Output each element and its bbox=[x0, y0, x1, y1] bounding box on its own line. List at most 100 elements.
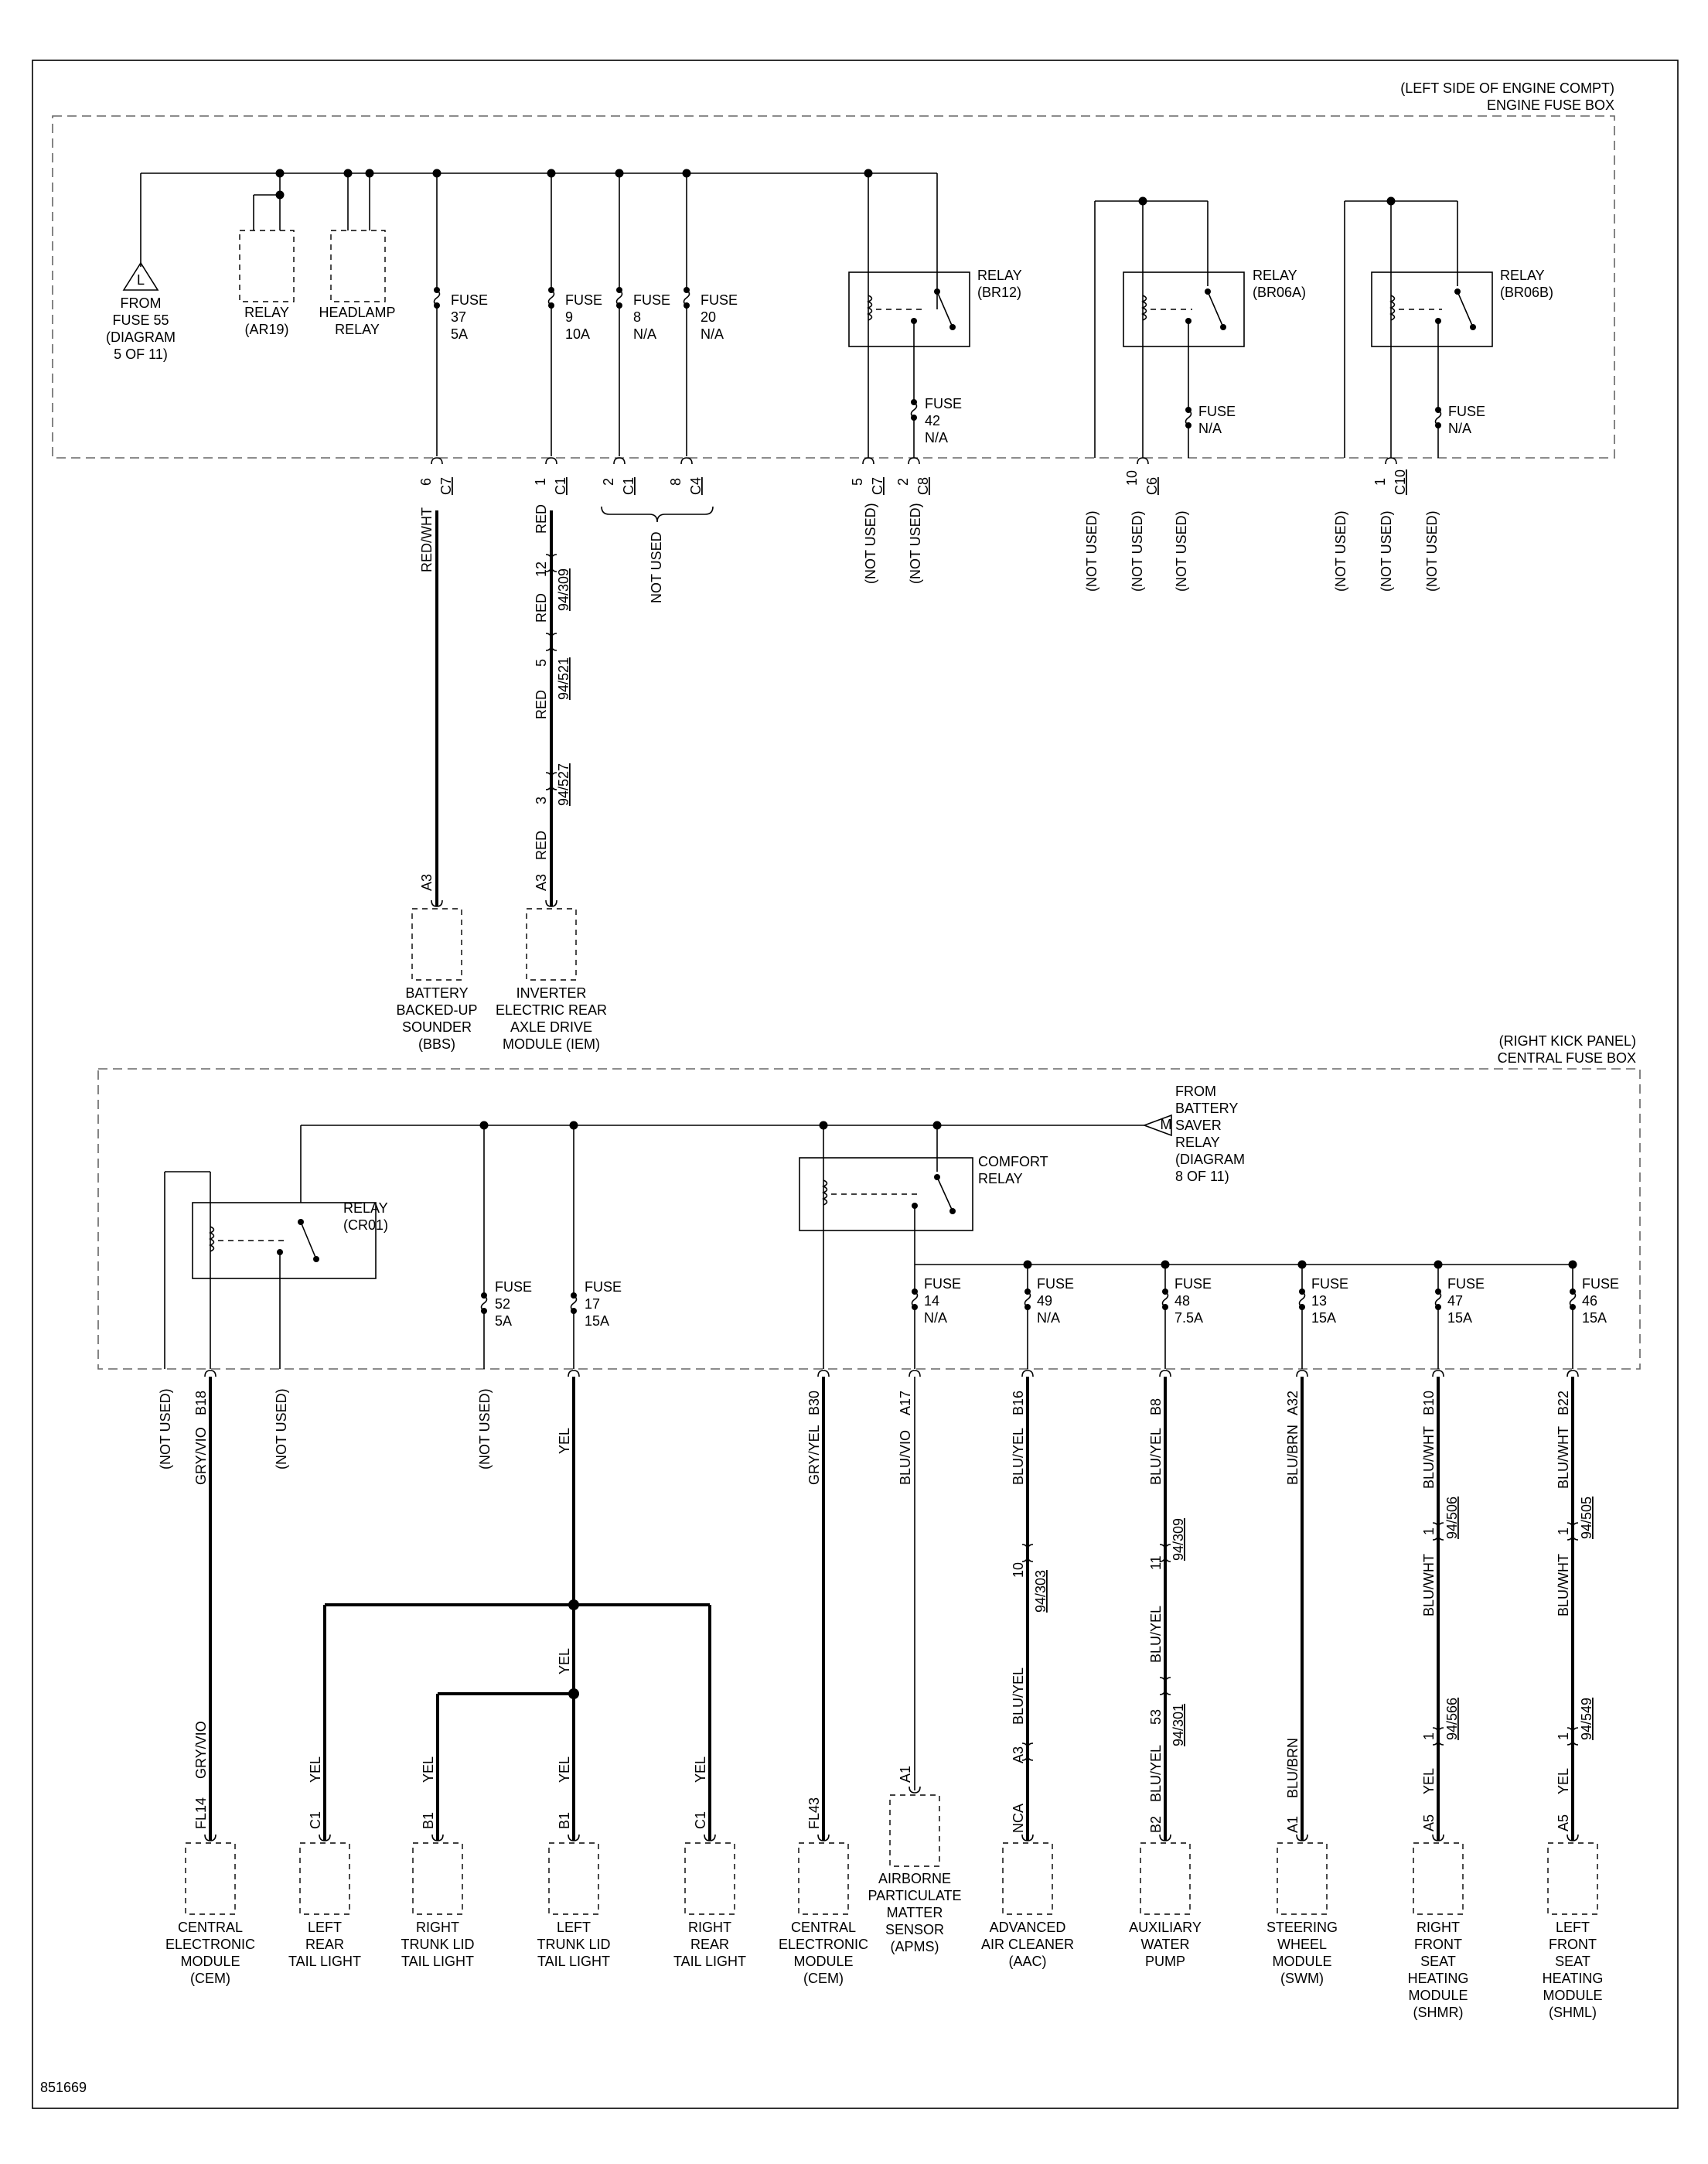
wire-color: GRY/YEL bbox=[806, 1425, 822, 1485]
fuse-na-label: N/A bbox=[1198, 421, 1222, 436]
bbs-label: (BBS) bbox=[418, 1036, 455, 1052]
source-m-symbol: M bbox=[1161, 1117, 1172, 1132]
iem-label: AXLE DRIVE bbox=[510, 1019, 592, 1035]
fuse-label: FUSE bbox=[1582, 1276, 1619, 1292]
iem-label: ELECTRIC REAR bbox=[496, 1002, 607, 1018]
fuse-label: 46 bbox=[1582, 1293, 1597, 1309]
light-label: LEFT bbox=[308, 1920, 342, 1935]
wire-color: RED bbox=[534, 504, 549, 534]
connector-id: 94/301 bbox=[1171, 1704, 1186, 1746]
swm-label: WHEEL bbox=[1277, 1937, 1327, 1952]
engine-box-location: (LEFT SIDE OF ENGINE COMPT) bbox=[1400, 80, 1614, 96]
source-text: (DIAGRAM bbox=[106, 329, 176, 345]
wire-color: BLU/WHT bbox=[1421, 1426, 1437, 1489]
fuse-label: N/A bbox=[633, 326, 656, 342]
relay-br06b-label: RELAY bbox=[1500, 268, 1545, 283]
pump-label: AUXILIARY bbox=[1129, 1920, 1202, 1935]
headlamp-relay-label: RELAY bbox=[335, 322, 380, 337]
fuse-42-label: N/A bbox=[925, 430, 948, 445]
wire-color: BLU/BRN bbox=[1285, 1425, 1301, 1485]
pin-number: 5 bbox=[534, 659, 549, 667]
fuse-label: FUSE bbox=[924, 1276, 961, 1292]
wire-color: BLU/YEL bbox=[1148, 1606, 1164, 1663]
fuse-52-label: 5A bbox=[495, 1313, 512, 1329]
fuse-label: FUSE bbox=[451, 292, 488, 308]
engine-box-name: ENGINE FUSE BOX bbox=[1487, 97, 1614, 113]
light-label: TAIL LIGHT bbox=[288, 1954, 361, 1969]
source-text: SAVER bbox=[1175, 1118, 1222, 1133]
source-text: BATTERY bbox=[1175, 1101, 1238, 1116]
relay-ar19-label: (AR19) bbox=[244, 322, 288, 337]
pin-number: 1 bbox=[533, 478, 548, 486]
fuse-label: 9 bbox=[565, 309, 573, 325]
connector-id: C10 bbox=[1393, 469, 1408, 495]
light-label: TRUNK LID bbox=[537, 1937, 610, 1952]
fuse-52-label: FUSE bbox=[495, 1279, 532, 1295]
pin-number: 10 bbox=[1011, 1562, 1026, 1578]
pin-number: B1 bbox=[421, 1812, 436, 1829]
pin-number: FL43 bbox=[806, 1797, 822, 1829]
lower-circuits: (NOT USED)(NOT USED)(NOT USED)B18GRY/VIO… bbox=[158, 1370, 1603, 2020]
shmr-label: MODULE bbox=[1408, 1988, 1468, 2003]
connector-id: 94/549 bbox=[1579, 1698, 1594, 1740]
pin-number: A1 bbox=[898, 1766, 913, 1783]
relay-br06b-label: (BR06B) bbox=[1500, 285, 1553, 300]
wire-color: RED bbox=[534, 593, 549, 623]
pin-number: 2 bbox=[895, 478, 911, 486]
fuse-label: 49 bbox=[1037, 1293, 1052, 1309]
light-label: RIGHT bbox=[688, 1920, 731, 1935]
pin-number: FL14 bbox=[193, 1797, 209, 1829]
central-fuse-box: (RIGHT KICK PANEL)CENTRAL FUSE BOXMFROMB… bbox=[97, 1033, 1641, 1370]
wire-color: YEL bbox=[308, 1756, 323, 1783]
wire-color: BLU/WHT bbox=[1421, 1554, 1437, 1616]
pin-number: B30 bbox=[806, 1391, 822, 1415]
fuse-label: 15A bbox=[1447, 1310, 1472, 1326]
fuse-label: 8 bbox=[633, 309, 641, 325]
connector-id: 94/303 bbox=[1033, 1570, 1048, 1613]
fuse-label: 7.5A bbox=[1174, 1310, 1203, 1326]
pin-number: A5 bbox=[1421, 1814, 1437, 1831]
relay-cr01-label: RELAY bbox=[343, 1200, 388, 1216]
connector-id: 94/505 bbox=[1579, 1497, 1594, 1539]
fuse-label: N/A bbox=[1037, 1310, 1060, 1326]
pin-number: B22 bbox=[1556, 1391, 1571, 1415]
connector-id: C7 bbox=[870, 477, 885, 495]
apms-label: AIRBORNE bbox=[878, 1871, 951, 1886]
connector-id: 94/309 bbox=[1171, 1518, 1186, 1561]
pin-number: 1 bbox=[1421, 1732, 1437, 1740]
bbs-label: BATTERY bbox=[405, 985, 468, 1001]
fuse-label: FUSE bbox=[701, 292, 738, 308]
fuse-label: FUSE bbox=[565, 292, 602, 308]
pin-number: A1 bbox=[1285, 1816, 1301, 1833]
fuse-42-label: FUSE bbox=[925, 396, 962, 411]
pump-label: WATER bbox=[1141, 1937, 1190, 1952]
bbs-label: SOUNDER bbox=[402, 1019, 472, 1035]
cem-label: MODULE bbox=[793, 1954, 853, 1969]
pin-number: C1 bbox=[308, 1811, 323, 1829]
cem-label: (CEM) bbox=[803, 1971, 844, 1986]
wire-color: RED bbox=[534, 831, 549, 860]
not-used-label: (NOT USED) bbox=[863, 503, 878, 584]
connector-id: 94/309 bbox=[556, 568, 571, 611]
source-text: FROM bbox=[1175, 1084, 1216, 1099]
wire-color: YEL bbox=[1556, 1768, 1571, 1794]
pin-number: NCA bbox=[1011, 1804, 1026, 1833]
cem-label: MODULE bbox=[180, 1954, 240, 1969]
aac-label: (AAC) bbox=[1009, 1954, 1047, 1969]
fuse-label: FUSE bbox=[1311, 1276, 1348, 1292]
shmr-label: SEAT bbox=[1420, 1954, 1456, 1969]
wire-color: YEL bbox=[557, 1756, 572, 1783]
shml-label: FRONT bbox=[1549, 1937, 1597, 1952]
pin-number: 11 bbox=[1148, 1555, 1164, 1570]
fuse-label: 48 bbox=[1174, 1293, 1190, 1309]
wire-color: YEL bbox=[421, 1756, 436, 1783]
relay-br12-label: RELAY bbox=[977, 268, 1022, 283]
connector-id: 94/527 bbox=[556, 763, 571, 806]
not-used-label: NOT USED bbox=[649, 531, 664, 603]
not-used-label: (NOT USED) bbox=[1084, 510, 1099, 592]
fuse-label: FUSE bbox=[1037, 1276, 1074, 1292]
fuse-na-label: FUSE bbox=[1198, 404, 1236, 419]
shmr-label: RIGHT bbox=[1417, 1920, 1460, 1935]
